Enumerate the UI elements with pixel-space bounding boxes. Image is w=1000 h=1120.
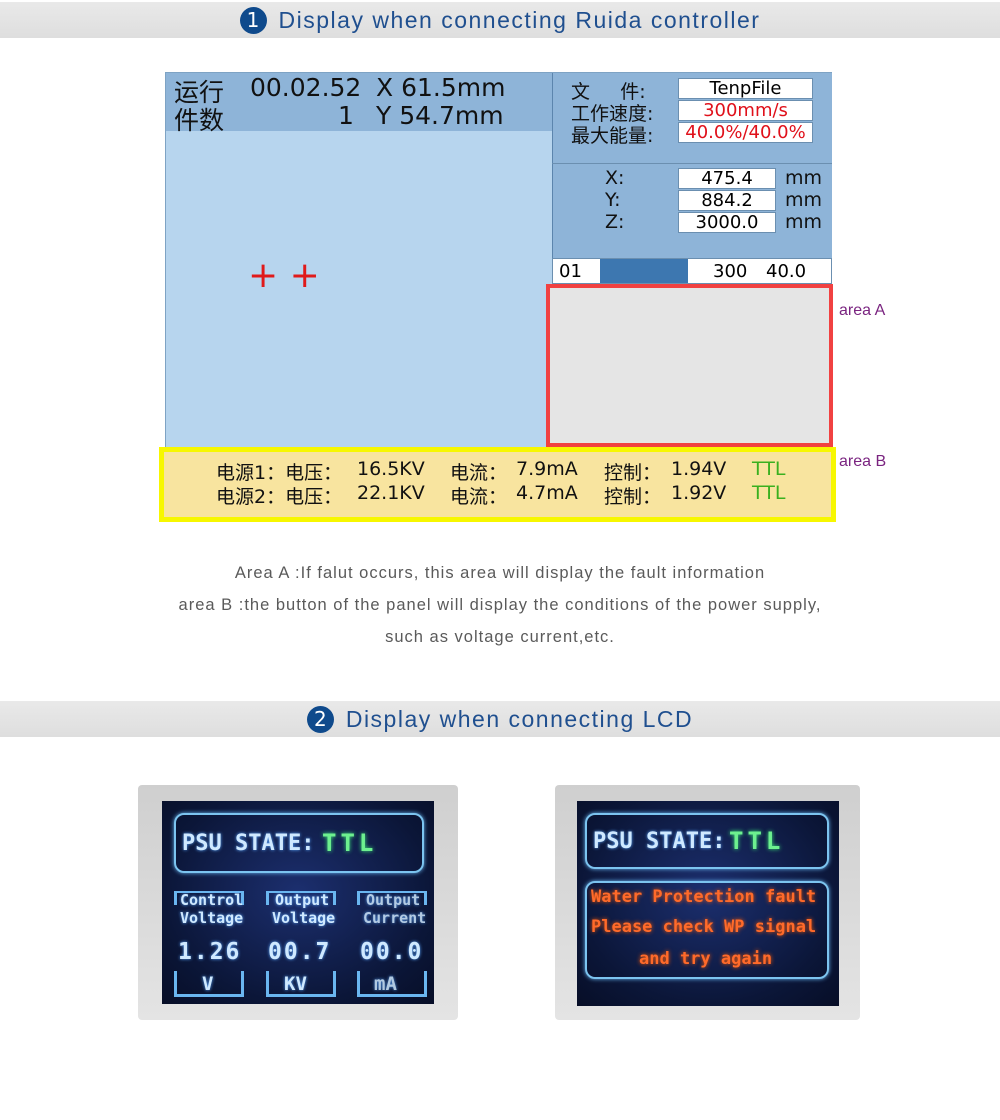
- power-label: 最大能量:: [571, 125, 654, 147]
- psu2-current: 4.7mA: [516, 482, 578, 504]
- fault-line-2: Please check WP signal: [591, 917, 817, 937]
- run-time: 00.02.52: [250, 73, 362, 102]
- layer-color-swatch: [600, 259, 688, 283]
- output-voltage-label-2: Voltage: [272, 909, 336, 927]
- psu1-control: 1.94V: [671, 458, 727, 480]
- layer-index: 01: [559, 261, 582, 282]
- crosshair-marks: + +: [248, 255, 320, 296]
- output-current-value: 00.0: [360, 939, 424, 965]
- control-voltage-unit: V: [202, 973, 214, 995]
- psu1-voltage: 16.5KV: [357, 458, 425, 480]
- section-1-title: Display when connecting Ruida controller: [278, 6, 761, 33]
- psu-state-value-2: TTL: [729, 827, 785, 855]
- psu-state-label-2: PSU STATE:: [593, 829, 726, 854]
- psu1-mode: TTL: [752, 458, 786, 480]
- run-label: 运行: [174, 78, 225, 107]
- psu1-label: 电源1：电压：: [216, 462, 343, 484]
- file-label: 文 件:: [571, 81, 646, 103]
- psu-state-label: PSU STATE:: [182, 831, 315, 856]
- description-line-3: such as voltage current,etc.: [385, 628, 615, 646]
- psu-state-box: [174, 813, 424, 873]
- run-status-area: 运行 00.02.52 X 61.5mm 件数 1 Y 54.7mm: [166, 73, 552, 135]
- y-position: Y 54.7mm: [376, 101, 504, 130]
- job-info-area: 文 件: TenpFile 工作速度: 300mm/s 最大能量: 40.0%/…: [552, 73, 832, 283]
- fault-message-box: [585, 881, 829, 979]
- ma-unit-bracket: [357, 971, 427, 997]
- speed-label: 工作速度:: [571, 103, 654, 125]
- fault-line-1: Water Protection fault: [591, 887, 817, 907]
- psu2-label: 电源2：电压：: [216, 486, 343, 508]
- lcd-screen-normal: PSU STATE: TTL Control Voltage Output Vo…: [162, 801, 434, 1004]
- power-value: 40.0%/40.0%: [678, 122, 813, 143]
- description-line-1: Area A :If falut occurs, this area will …: [234, 564, 766, 582]
- control-voltage-label-2: Voltage: [180, 909, 244, 927]
- layer-row[interactable]: 01 300 40.0: [552, 258, 832, 284]
- area-a-label: area A: [839, 302, 886, 319]
- psu2-voltage: 22.1KV: [357, 482, 425, 504]
- file-value: TenpFile: [678, 78, 813, 99]
- z-coord-label: Z:: [605, 211, 625, 233]
- x-coord-value: 475.4: [678, 168, 776, 189]
- volt-unit-bracket: [174, 971, 244, 997]
- output-voltage-unit: KV: [284, 973, 307, 995]
- section-1-number-badge: 1: [239, 6, 267, 34]
- kv-unit-bracket: [266, 971, 336, 997]
- psu2-mode: TTL: [752, 482, 786, 504]
- count-label: 件数: [174, 106, 225, 135]
- area-a-fault-box: [546, 284, 833, 447]
- section-1-header: 1 Display when connecting Ruida controll…: [0, 2, 1000, 38]
- output-current-bracket: [357, 891, 427, 905]
- x-position: X 61.5mm: [376, 73, 506, 102]
- lcd-screen-fault: PSU STATE: TTL Water Protection fault Pl…: [577, 801, 839, 1006]
- psu1-control-label: 控制：: [604, 462, 662, 484]
- area-b-label: area B: [839, 453, 887, 470]
- y-coord-value: 884.2: [678, 190, 776, 211]
- layer-speed: 300: [713, 261, 748, 282]
- x-coord-unit: mm: [785, 167, 823, 189]
- section-2-header: 2 Display when connecting LCD: [0, 701, 1000, 737]
- lcd-photo-normal: PSU STATE: TTL Control Voltage Output Vo…: [138, 785, 458, 1020]
- psu2-current-label: 电流：: [450, 486, 508, 508]
- section-2-number-badge: 2: [306, 705, 334, 733]
- control-voltage-value: 1.26: [178, 939, 242, 965]
- info-divider: [552, 163, 832, 164]
- lcd-photo-fault: PSU STATE: TTL Water Protection fault Pl…: [555, 785, 860, 1020]
- y-coord-label: Y:: [605, 189, 621, 211]
- control-voltage-bracket: [174, 891, 244, 905]
- output-voltage-bracket: [266, 891, 336, 905]
- output-current-label-2: Current: [363, 909, 427, 927]
- layer-power: 40.0: [766, 261, 807, 282]
- psu2-control: 1.92V: [671, 482, 727, 504]
- output-voltage-label-1: Output: [275, 891, 330, 909]
- speed-value: 300mm/s: [678, 100, 813, 121]
- x-coord-label: X:: [605, 167, 625, 189]
- control-voltage-label-1: Control: [180, 891, 244, 909]
- z-coord-value: 3000.0: [678, 212, 776, 233]
- description-line-2: area B :the button of the panel will dis…: [178, 596, 822, 614]
- psu2-control-label: 控制：: [604, 486, 662, 508]
- output-voltage-value: 00.7: [268, 939, 332, 965]
- ruida-controller-panel: 运行 00.02.52 X 61.5mm 件数 1 Y 54.7mm 文 件: …: [165, 72, 832, 450]
- psu-state-box-2: [585, 813, 829, 869]
- psu1-current: 7.9mA: [516, 458, 578, 480]
- output-current-unit: mA: [374, 973, 397, 995]
- area-b-power-status: 电源1：电压： 16.5KV 电流： 7.9mA 控制： 1.94V TTL 电…: [159, 447, 836, 522]
- y-coord-unit: mm: [785, 189, 823, 211]
- psu-state-value: TTL: [322, 829, 378, 857]
- output-current-label-1: Output: [366, 891, 421, 909]
- count-value: 1: [338, 101, 354, 130]
- section-2-title: Display when connecting LCD: [345, 705, 694, 732]
- fault-line-3: and try again: [639, 949, 773, 969]
- psu1-current-label: 电流：: [450, 462, 508, 484]
- z-coord-unit: mm: [785, 211, 823, 233]
